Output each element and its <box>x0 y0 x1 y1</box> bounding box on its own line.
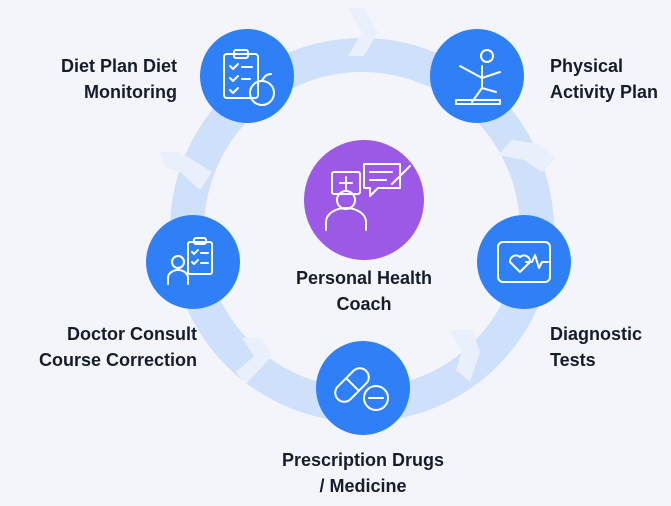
doctor-chat-icon <box>325 163 411 231</box>
arrow-chevron <box>498 140 556 172</box>
label-physical-line: Activity Plan <box>550 82 659 102</box>
arrow-chevron <box>348 8 378 56</box>
center-node <box>304 140 424 260</box>
node-diagnostic <box>477 215 571 309</box>
arrow-chevron <box>236 338 272 384</box>
cycle-arrows <box>160 8 556 384</box>
node-diet <box>200 29 294 123</box>
label-diagnostic-line: Diagnostic <box>550 324 643 344</box>
label-doctor-line: Course Correction <box>38 350 197 370</box>
label-physical: Physical Activity Plan <box>550 53 658 105</box>
arrow-chevron <box>160 152 212 190</box>
label-doctor: Doctor Consult Course Correction <box>39 321 197 373</box>
label-doctor-line: Doctor Consult <box>67 324 197 344</box>
label-physical-line: Physical <box>550 56 624 76</box>
center-label: Personal Health Coach <box>264 265 464 317</box>
label-diet-line: Diet Plan Diet <box>60 56 177 76</box>
label-prescription-line: Prescription Drugs <box>281 450 445 470</box>
pills-icon <box>334 367 389 411</box>
label-diagnostic-line: Tests <box>550 350 596 370</box>
arrow-chevron <box>450 330 480 382</box>
doctor-clipboard-icon <box>167 237 213 285</box>
label-prescription: Prescription Drugs / Medicine <box>258 447 468 499</box>
clipboard-apple-icon <box>223 49 275 106</box>
yoga-pose-icon <box>455 49 501 105</box>
label-diet: Diet Plan Diet Monitoring <box>61 53 177 105</box>
label-prescription-line: / Medicine <box>319 476 407 496</box>
label-diet-line: Monitoring <box>84 82 177 102</box>
label-diagnostic: Diagnostic Tests <box>550 321 642 373</box>
heart-monitor-icon <box>497 241 551 283</box>
center-label-line: Personal Health <box>295 268 433 288</box>
center-label-line: Coach <box>336 294 392 314</box>
